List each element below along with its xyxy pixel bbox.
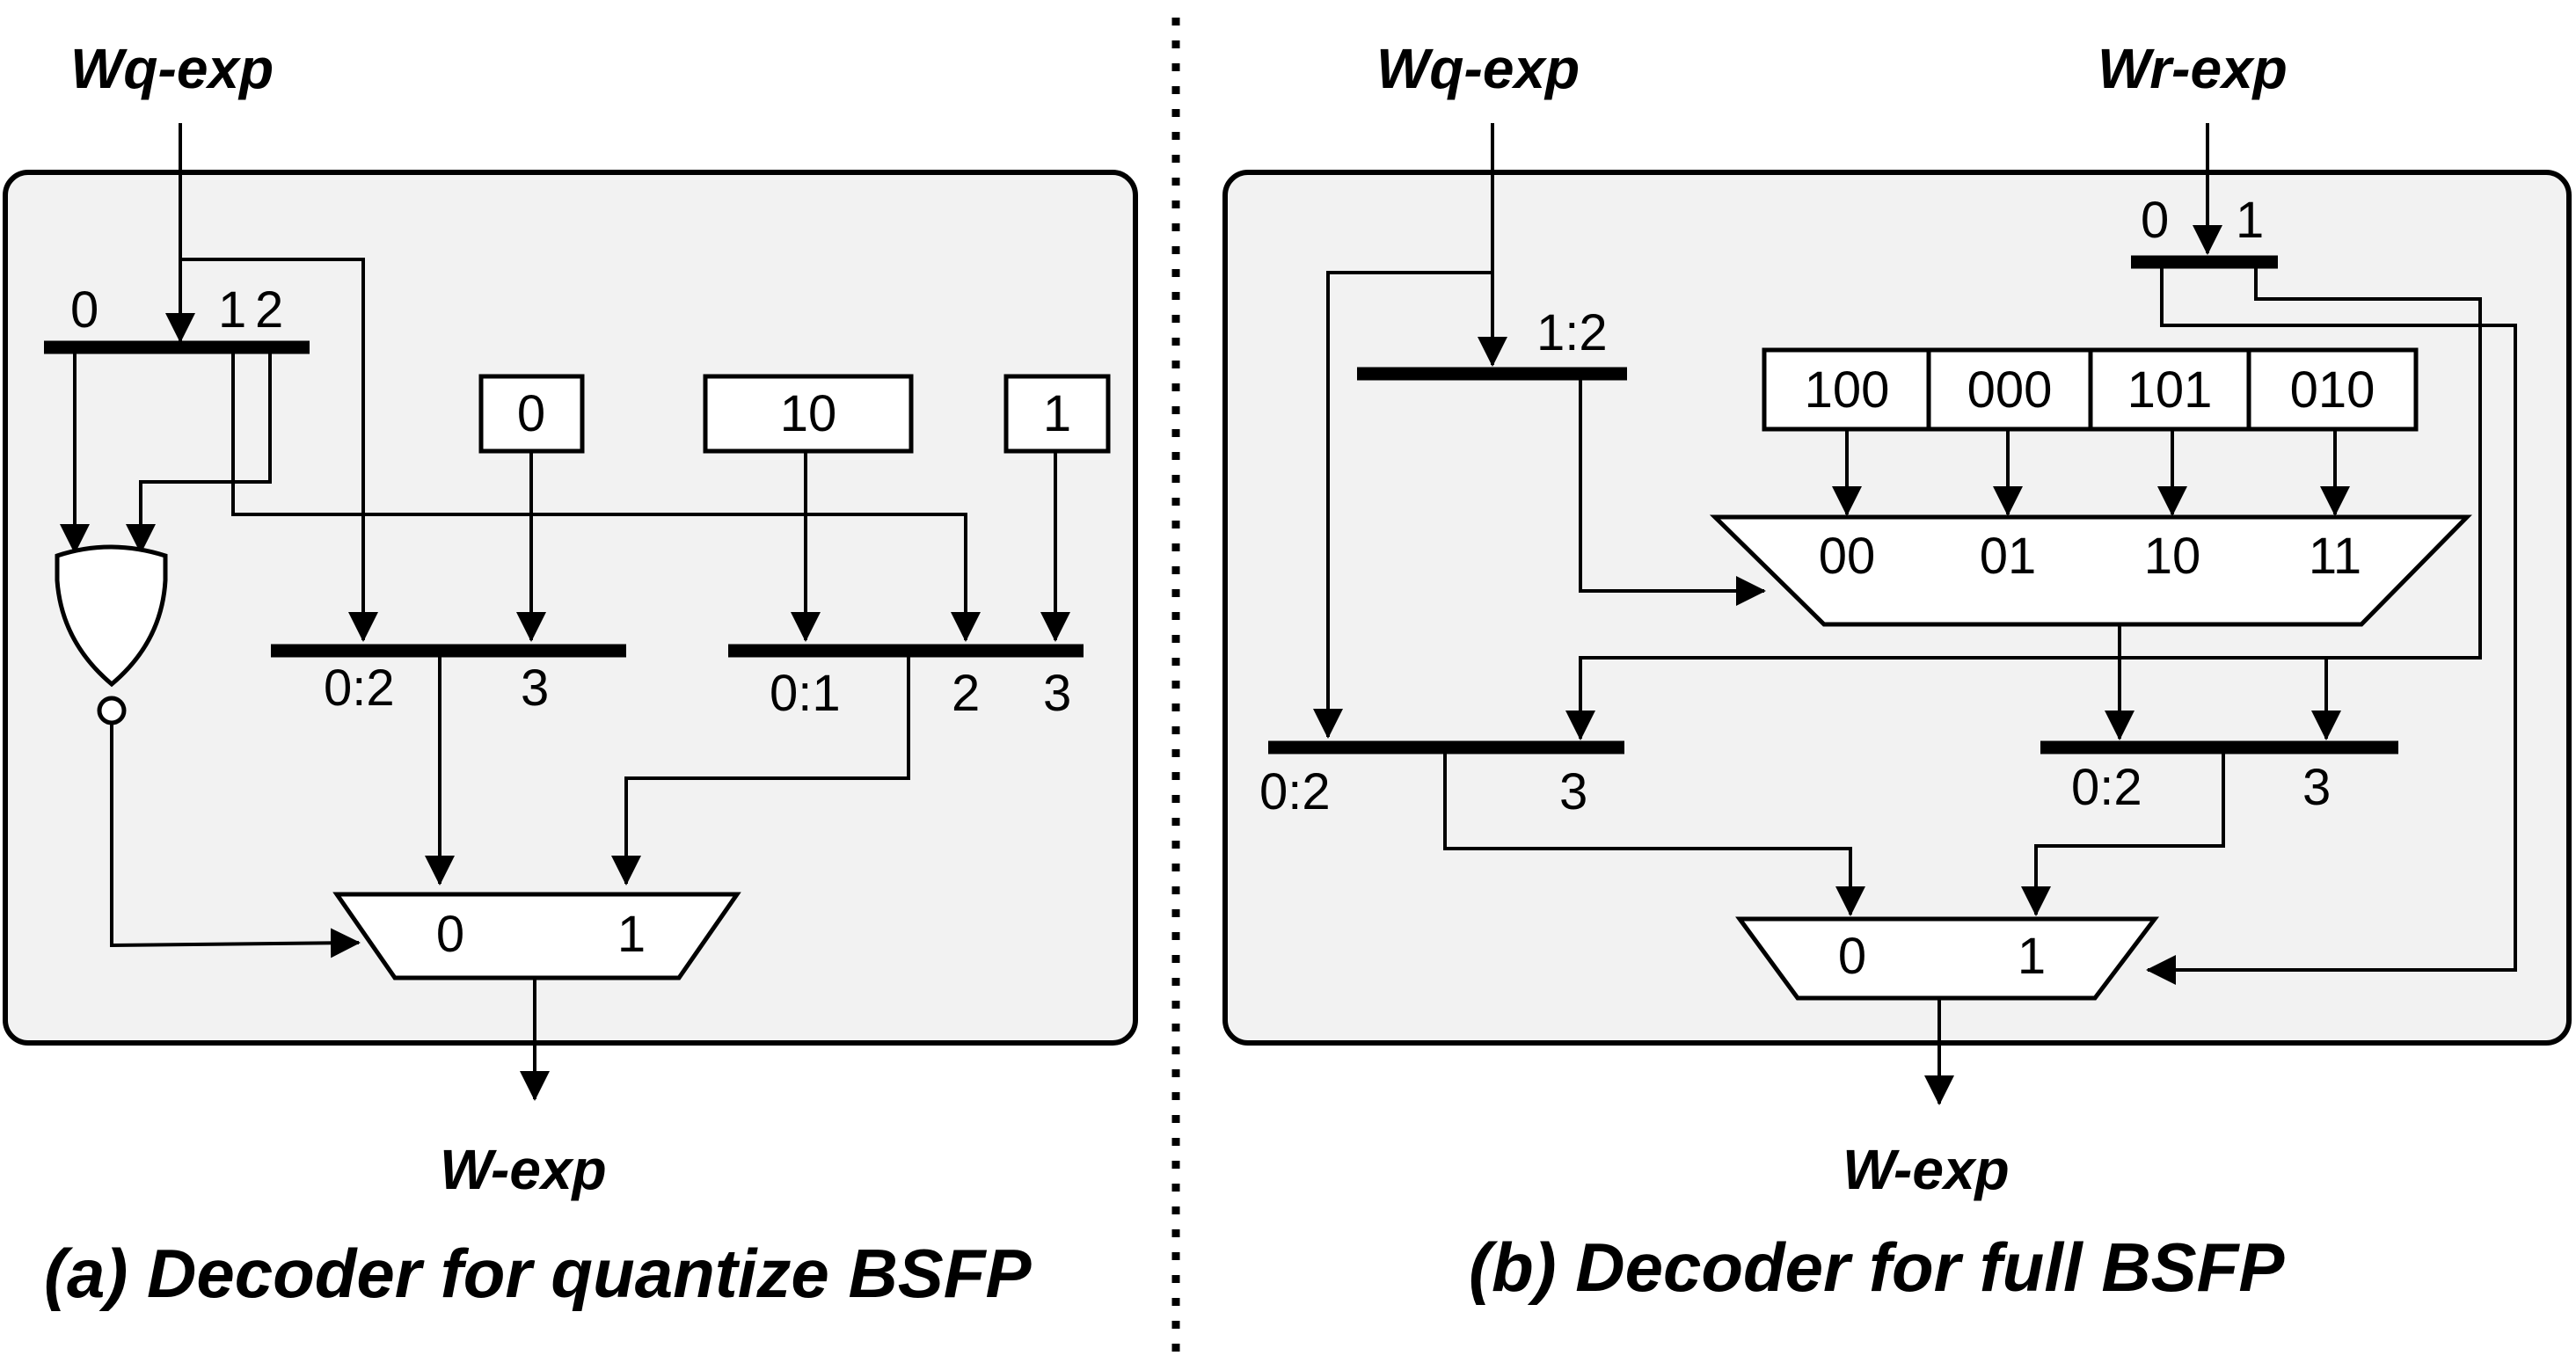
- panel-b-input-r-label: Wr-exp: [2098, 37, 2288, 100]
- bus2-to-mux-wire: [611, 657, 910, 886]
- const-10-box: [703, 374, 914, 454]
- wq-b-to-left-bus-wire: [1313, 271, 1492, 739]
- wq-slice-to-mux4-wire: [1579, 380, 1766, 606]
- const-1-label: 1: [1043, 385, 1071, 442]
- right-bus-high-label: 3: [2302, 759, 2331, 816]
- bit2-to-nor-wire: [126, 354, 272, 554]
- left-bus-low-label: 0:2: [1259, 763, 1331, 820]
- wr-bit0-to-mux-select-wire: [2146, 268, 2517, 985]
- bus1-low-label: 0:2: [324, 660, 395, 717]
- panel-a-input-label: Wq-exp: [70, 37, 274, 100]
- nor-to-mux-wire: [110, 723, 361, 958]
- const-010-label: 010: [2290, 361, 2375, 419]
- mux-b-in1: 1: [2018, 928, 2046, 985]
- const-101-label: 101: [2127, 361, 2213, 419]
- panel-a-output-label: W-exp: [440, 1138, 607, 1201]
- panel-a-mux: [332, 892, 741, 980]
- right-bus-low-label: 0:2: [2071, 759, 2142, 816]
- bus2-high-label: 3: [1043, 665, 1071, 722]
- bus2-mid-label: 2: [952, 665, 980, 722]
- bus-bit-1: 1: [218, 281, 246, 339]
- constant-row: 100 000 101 010: [1762, 347, 2419, 432]
- mux-a-in1: 1: [617, 906, 646, 963]
- const-1-box: [1003, 374, 1111, 454]
- bus-bit-0: 0: [70, 281, 99, 339]
- left-bus-high-label: 3: [1559, 763, 1587, 820]
- const-10-label: 10: [780, 385, 837, 442]
- const-010-box: [2246, 347, 2419, 432]
- mux4-in-11: 11: [2309, 528, 2361, 585]
- bit1-to-bus2-wire: [231, 354, 981, 642]
- bus1-high-label: 3: [521, 660, 549, 717]
- wr-bit1-wire: [1565, 268, 2482, 740]
- left-bus-to-mux-wire: [1443, 754, 1865, 916]
- panel-b: Wq-exp Wr-exp 1:2 0 1 100 000 101 010: [1222, 37, 2572, 1306]
- panel-a-caption: (a) Decoder for quantize BSFP: [44, 1235, 1032, 1312]
- panel-a: Wq-exp 0 1 2 0 10 1 0:2 3: [3, 37, 1138, 1312]
- panel-b-caption: (b) Decoder for full BSFP: [1469, 1228, 2285, 1306]
- mux4-in-00: 00: [1819, 528, 1876, 585]
- wr-bit-1: 1: [2236, 192, 2264, 249]
- const-101-box: [2088, 347, 2251, 432]
- bus2-low-label: 0:1: [770, 665, 841, 722]
- mux-b-in0: 0: [1838, 928, 1866, 985]
- nor-gate: [55, 544, 168, 688]
- mux-a-in0: 0: [436, 906, 464, 963]
- wr-bit-0: 0: [2141, 192, 2169, 249]
- const-100-box: [1762, 347, 1931, 432]
- const-0-label: 0: [517, 385, 545, 442]
- panel-b-input-q-label: Wq-exp: [1376, 37, 1580, 100]
- bus-bit-2: 2: [255, 281, 283, 339]
- panel-b-mux: [1735, 916, 2160, 1001]
- nor-bubble: [97, 696, 127, 725]
- const-0-box: [478, 374, 585, 454]
- right-bus-to-mux-wire: [2021, 754, 2225, 916]
- mux4-in-01: 01: [1980, 528, 2037, 585]
- wq-slice-label: 1:2: [1536, 304, 1608, 361]
- panel-b-output-label: W-exp: [1843, 1138, 2010, 1201]
- const-000-label: 000: [1967, 361, 2053, 419]
- const-100-label: 100: [1805, 361, 1890, 419]
- mux4-in-10: 10: [2144, 528, 2201, 585]
- mux4: [1709, 514, 2472, 627]
